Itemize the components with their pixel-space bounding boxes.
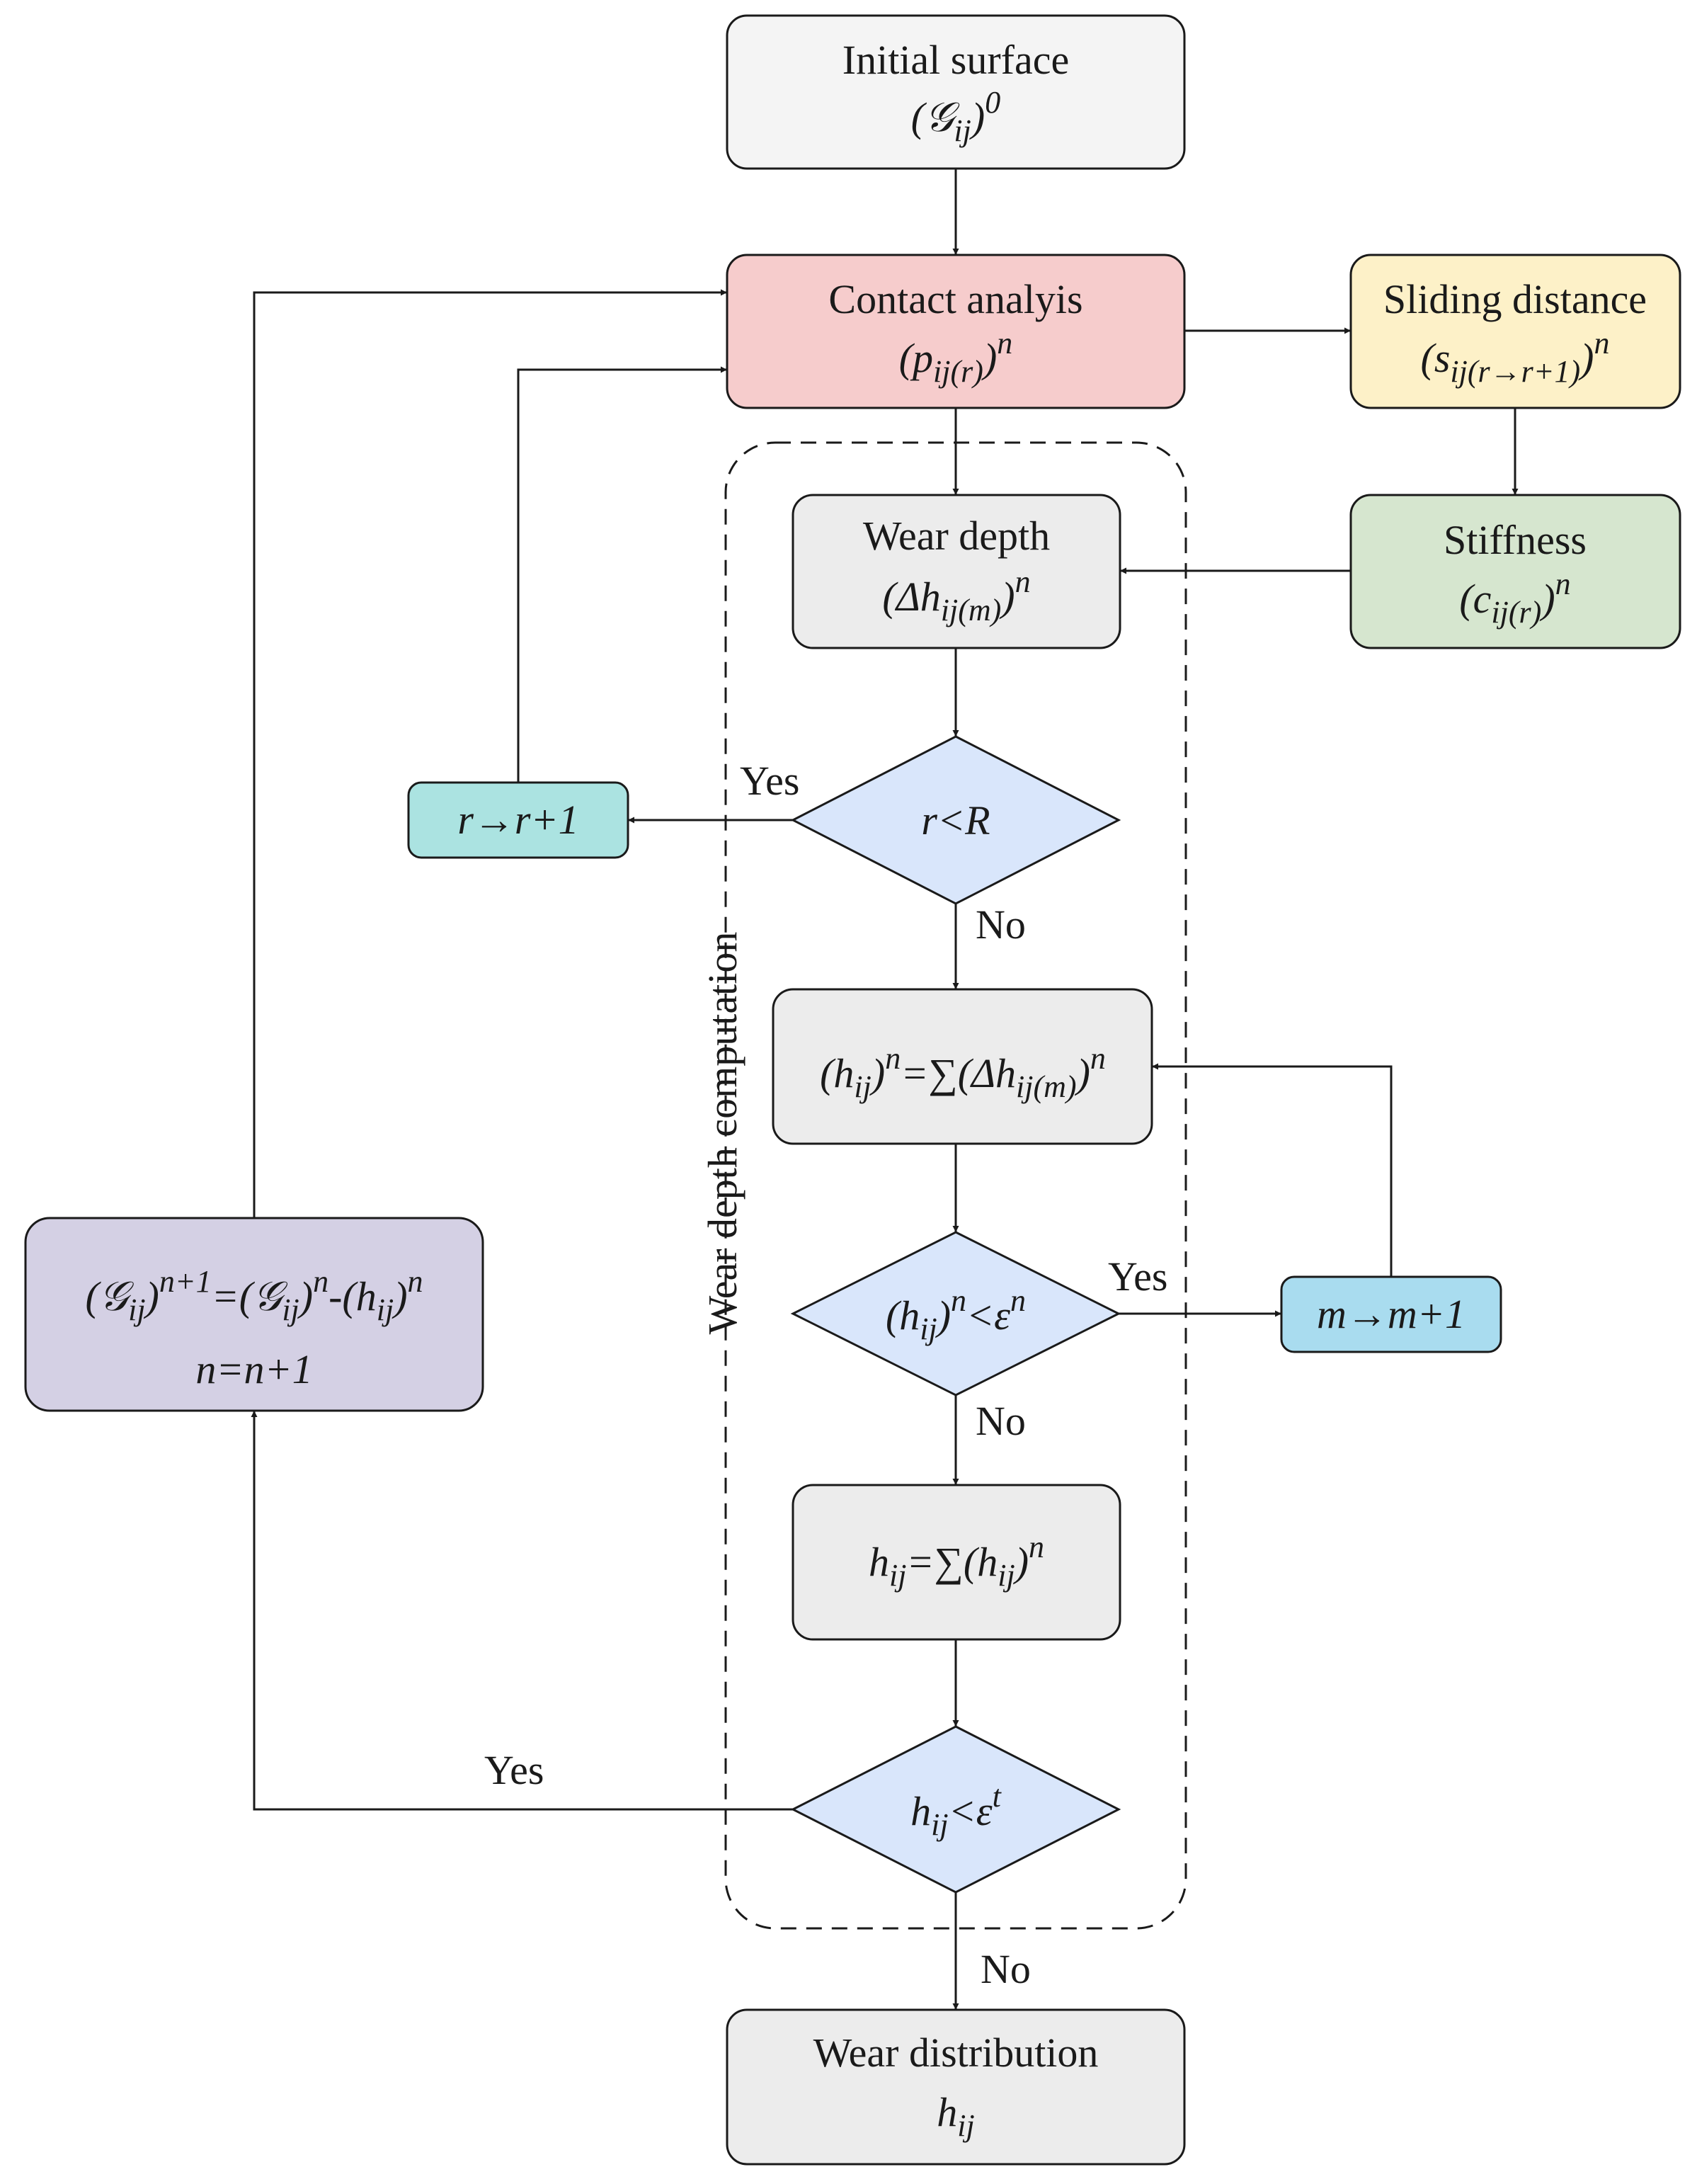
wear-depth-node: Wear depth (Δhij(m))n bbox=[792, 494, 1121, 649]
label-no-r: No bbox=[976, 902, 1026, 948]
sliding-distance-node: Sliding distance (sij(r→r+1))n bbox=[1349, 254, 1681, 409]
t-check-decision: hij<εt bbox=[790, 1725, 1121, 1894]
initial-surface-node: Initial surface (𝒢ij)0 bbox=[726, 14, 1186, 170]
stiffness-node: Stiffness (cij(r))n bbox=[1349, 494, 1681, 649]
update-surface-node: (𝒢ij)n+1=(𝒢ij)n-(hij)n n=n+1 bbox=[24, 1217, 484, 1412]
sliding-distance-title: Sliding distance bbox=[1383, 276, 1647, 322]
r-check-decision: r<R bbox=[790, 735, 1121, 905]
initial-surface-formula: (𝒢ij)0 bbox=[911, 85, 1000, 148]
update-formula: (𝒢ij)n+1=(𝒢ij)n-(hij)n bbox=[85, 1264, 423, 1327]
edge-update-to-contact bbox=[253, 289, 727, 1218]
edge-t-yes-to-update bbox=[251, 1411, 793, 1811]
m-increment-node: m→m+1 bbox=[1280, 1275, 1502, 1353]
initial-surface-title: Initial surface bbox=[842, 37, 1069, 83]
label-no-t: No bbox=[981, 1946, 1031, 1992]
r-increment-node: r→r+1 bbox=[407, 781, 629, 859]
contact-analysis-formula: (pij(r))n bbox=[899, 326, 1013, 389]
m-increment-formula: m→m+1 bbox=[1317, 1291, 1465, 1337]
label-yes-t: Yes bbox=[484, 1747, 544, 1793]
contact-analysis-node: Contact analyis (pij(r))n bbox=[726, 254, 1186, 409]
label-no-eps: No bbox=[976, 1398, 1026, 1444]
eps-check-decision: (hij)n<εn bbox=[790, 1231, 1121, 1397]
stiffness-formula: (cij(r))n bbox=[1459, 567, 1570, 630]
t-check-formula: hij<εt bbox=[910, 1779, 1002, 1842]
group-label: Wear depth computation bbox=[699, 932, 745, 1335]
wear-distribution-title: Wear distribution bbox=[813, 2030, 1099, 2076]
r-check-formula: r<R bbox=[921, 797, 990, 843]
sum-h-formula: (hij)n=∑(Δhij(m))n bbox=[820, 1041, 1106, 1104]
total-h-node: hij=∑(hij)n bbox=[792, 1484, 1121, 1641]
wear-depth-formula: (Δhij(m))n bbox=[882, 564, 1030, 627]
wear-distribution-node: Wear distribution hij bbox=[726, 2008, 1186, 2166]
sum-h-node: (hij)n=∑(Δhij(m))n bbox=[772, 988, 1153, 1145]
label-yes-r: Yes bbox=[740, 758, 799, 804]
r-increment-formula: r→r+1 bbox=[457, 797, 578, 843]
stiffness-title: Stiffness bbox=[1444, 517, 1587, 563]
update-counter: n=n+1 bbox=[195, 1346, 312, 1392]
contact-analysis-title: Contact analyis bbox=[828, 276, 1082, 322]
wear-depth-title: Wear depth bbox=[863, 513, 1050, 559]
edge-r-increment-to-contact bbox=[517, 366, 727, 783]
edge-m-increment-to-sum bbox=[1152, 1063, 1393, 1277]
label-yes-eps: Yes bbox=[1108, 1253, 1167, 1299]
eps-check-formula: (hij)n<εn bbox=[886, 1283, 1026, 1346]
wear-distribution-formula: hij bbox=[937, 2089, 974, 2143]
total-h-formula: hij=∑(hij)n bbox=[869, 1530, 1044, 1593]
sliding-distance-formula: (sij(r→r+1))n bbox=[1421, 326, 1610, 389]
